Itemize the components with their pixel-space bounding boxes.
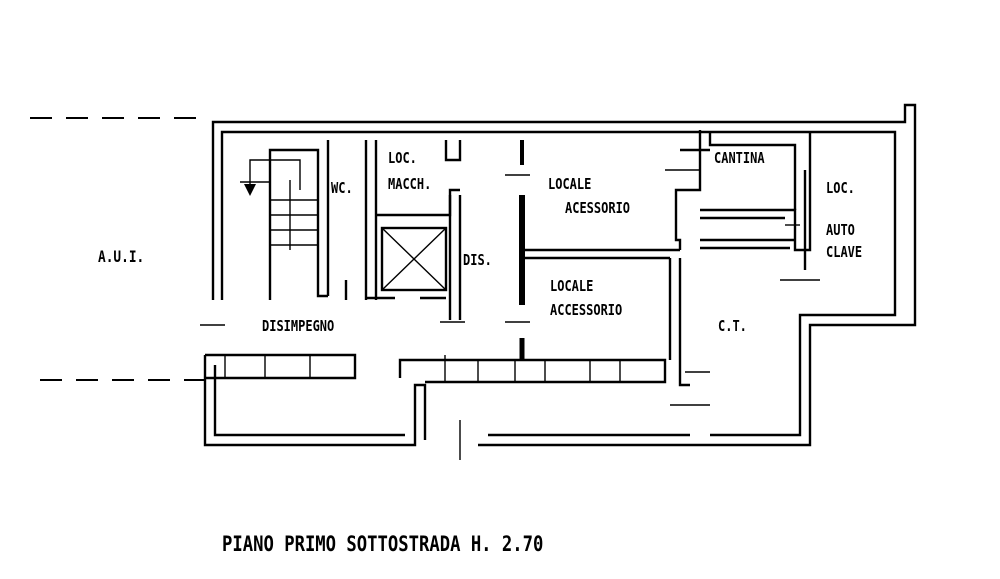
dashed-boundary-lines — [30, 117, 205, 381]
room-label-autoclave-3: CLAVE — [826, 243, 863, 261]
room-label-dis: DIS. — [463, 251, 492, 269]
room-label-aui: A.U.I. — [98, 247, 145, 266]
room-label-locale-1b: ACESSORIO — [565, 199, 631, 217]
room-label-cantina: CANTINA — [714, 149, 765, 167]
room-label-loc-macch-1: LOC. — [388, 149, 417, 167]
outer-walls — [203, 103, 917, 460]
room-label-ct: C.T. — [718, 317, 747, 335]
room-label-locale-1a: LOCALE — [548, 175, 592, 193]
room-label-locale-2a: LOCALE — [550, 277, 594, 295]
room-label-disimpegno: DISIMPEGNO — [262, 317, 335, 335]
room-label-locale-2b: ACCESSORIO — [550, 301, 623, 319]
room-label-loc-macch-2: MACCH. — [388, 175, 432, 193]
front-wall-windows — [205, 353, 710, 406]
stair-arrow-icon — [244, 184, 256, 196]
room-label-autoclave-1: LOC. — [826, 179, 855, 197]
interior-walls — [200, 130, 820, 387]
plan-title: PIANO PRIMO SOTTOSTRADA H. 2.70 — [222, 532, 544, 556]
room-label-wc: WC. — [331, 179, 353, 197]
room-label-autoclave-2: AUTO — [826, 221, 855, 239]
